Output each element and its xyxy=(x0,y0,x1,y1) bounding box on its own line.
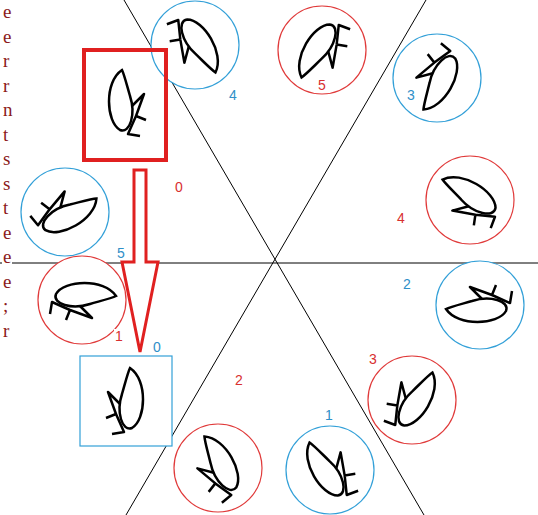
callout-number: 3 xyxy=(368,352,378,366)
text-fragment: r xyxy=(2,76,10,95)
callout-number: 1 xyxy=(114,329,124,343)
callout-number: 5 xyxy=(116,246,126,260)
text-fragment: s xyxy=(2,149,11,168)
text-fragment: e xyxy=(2,247,12,266)
text-fragment: ; xyxy=(2,296,9,315)
text-fragment: r xyxy=(2,51,10,70)
callout-number: 1 xyxy=(324,408,334,422)
callout-number: 2 xyxy=(402,277,412,291)
text-fragment: r xyxy=(2,321,10,340)
text-fragment: s xyxy=(2,174,11,193)
text-fragment: e xyxy=(2,2,12,21)
target-square xyxy=(80,356,172,446)
text-fragment: e xyxy=(2,27,12,46)
move-arrow xyxy=(122,170,158,352)
callout-number: 5 xyxy=(317,78,327,92)
glyphs xyxy=(27,9,512,506)
source-square xyxy=(84,50,166,160)
callout-number: 0 xyxy=(152,340,162,354)
text-fragment: t xyxy=(2,125,9,144)
callout-number: 0 xyxy=(174,180,184,194)
glyph-circles xyxy=(21,1,524,514)
text-fragment: t xyxy=(2,198,9,217)
callout-number: 4 xyxy=(396,211,406,225)
text-fragment: e xyxy=(2,223,12,242)
text-fragment: n xyxy=(2,100,14,119)
text-fragment: e xyxy=(2,272,12,291)
callout-number: 3 xyxy=(406,88,416,102)
callout-number: 4 xyxy=(228,88,238,102)
callout-number: 2 xyxy=(234,373,244,387)
